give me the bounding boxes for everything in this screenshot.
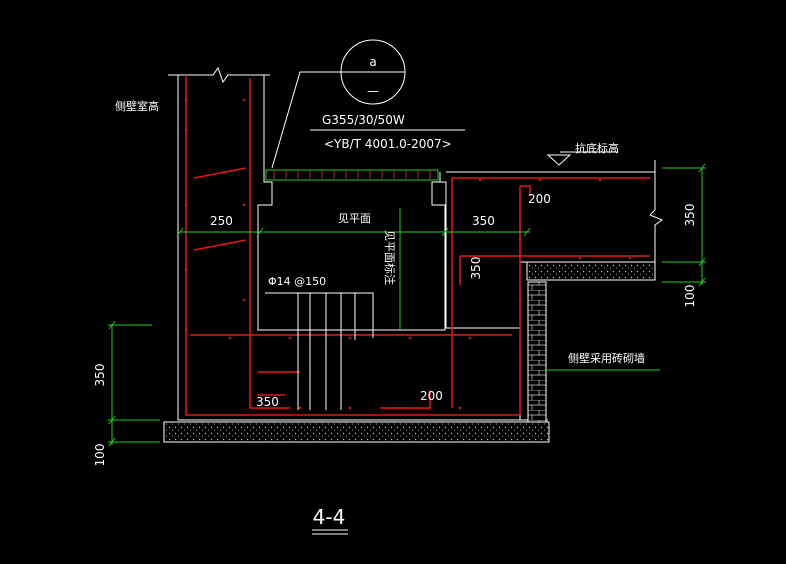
dim-bottom-200: 200 — [420, 389, 443, 403]
rebar-dot — [228, 336, 232, 340]
rebar-dot — [478, 178, 482, 182]
rebar-dot — [408, 336, 412, 340]
callout-sub: — — [367, 84, 379, 98]
vertical-note: 见平面标注 — [383, 230, 397, 285]
brick-wall-label: 侧壁采用砖砌墙 — [568, 351, 645, 365]
rebar-dot — [628, 256, 632, 260]
plan-note: 见平面 — [338, 212, 371, 225]
grating-standard: <YB/T 4001.0-2007> — [324, 137, 452, 151]
callout-bubble — [340, 39, 406, 105]
grating-spec: G355/30/50W — [322, 113, 405, 127]
rebar-spec: Φ14 @150 — [268, 275, 326, 288]
dim-right-v-350: 350 — [683, 204, 697, 227]
rebar-dot — [348, 406, 352, 410]
rebar-dot — [184, 98, 188, 102]
rebar-dot — [184, 268, 188, 272]
dim-top-200: 200 — [528, 192, 551, 206]
rebar-dot — [518, 358, 522, 362]
rebar-dot — [184, 328, 188, 332]
rebar-dot — [468, 336, 472, 340]
rebar-dot — [242, 298, 246, 302]
rebar-dot — [288, 336, 292, 340]
rebar-dot — [398, 406, 402, 410]
dim-right-v-100: 100 — [683, 285, 697, 308]
rebar-dot — [518, 238, 522, 242]
rebar-dot — [538, 178, 542, 182]
brick-wall — [527, 281, 547, 423]
rebar-dot — [184, 203, 188, 207]
dim-left-v-350: 350 — [93, 364, 107, 387]
callout-symbol: a — [369, 55, 376, 69]
dim-right-350: 350 — [472, 214, 495, 228]
grating — [265, 169, 439, 181]
rebar-dot — [458, 406, 462, 410]
rebar-dot — [578, 256, 582, 260]
rebar-dot — [518, 298, 522, 302]
base-slab-hatch — [163, 421, 550, 443]
dim-bottom-350: 350 — [256, 395, 279, 409]
dim-inner-350: 350 — [469, 257, 483, 280]
rebar-dot — [242, 98, 246, 102]
dowel-bars — [265, 292, 374, 410]
dim-left-v-100: 100 — [93, 444, 107, 467]
dim-left-250: 250 — [210, 214, 233, 228]
rebar-dot — [298, 406, 302, 410]
concrete-outline — [168, 66, 664, 421]
rebar-dot — [242, 203, 246, 207]
right-base-hatch — [526, 261, 656, 281]
side-wall-height-label: 侧壁室高 — [115, 99, 159, 113]
rebar-dot — [348, 336, 352, 340]
rebar-dot — [598, 178, 602, 182]
dimension-lines — [108, 71, 706, 447]
top-elevation-label: 抗底标高 — [575, 141, 619, 155]
rebar-dot — [184, 128, 188, 132]
section-title: 4-4 — [313, 505, 346, 529]
rebar-dots — [184, 98, 632, 410]
